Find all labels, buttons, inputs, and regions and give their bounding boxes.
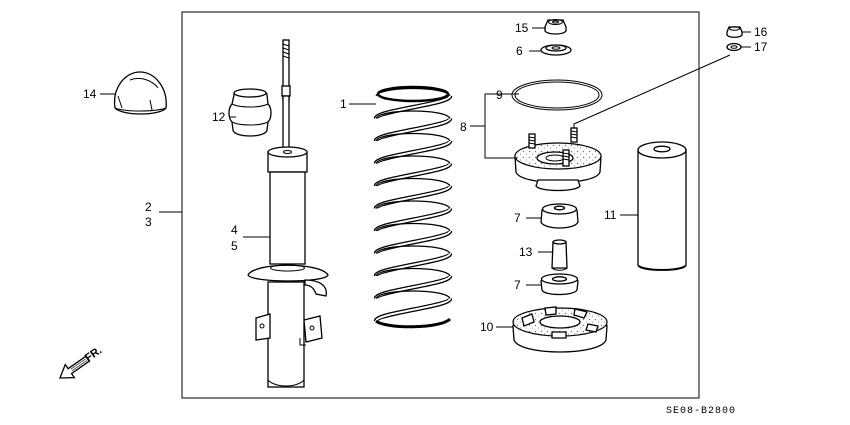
upper-mount-part: [514, 127, 602, 192]
callout-11: 11: [604, 208, 617, 222]
front-direction-arrow: [59, 355, 91, 379]
callout-7-upper: 7: [514, 211, 521, 225]
spring-coil-back: [375, 110, 451, 119]
spring-coil-back: [375, 200, 451, 209]
assembly-frame: [181, 11, 700, 399]
washer-part-6: [540, 44, 572, 56]
callout-14: 14: [83, 87, 97, 101]
callout-9: 9: [496, 88, 503, 102]
callout-5: 5: [231, 239, 238, 253]
cap-part: [113, 71, 167, 115]
spring-coil-back: [375, 245, 451, 254]
callout-3: 3: [145, 215, 152, 229]
coil-spring-part: [373, 85, 453, 329]
spring-coil-back: [375, 177, 451, 187]
callout-10: 10: [480, 320, 494, 334]
spring-coil-back: [375, 155, 451, 164]
nut-part-16: [726, 26, 743, 38]
callout-8: 8: [460, 120, 467, 134]
callout-7-lower: 7: [514, 278, 521, 292]
diagram-code: SE08-B2800: [666, 406, 736, 417]
spring-bottom-coil: [375, 317, 452, 329]
callout-17: 17: [754, 40, 768, 54]
callout-6: 6: [516, 44, 523, 58]
o-ring-part: [511, 79, 603, 111]
dust-cover-part: [637, 141, 687, 271]
callout-15: 15: [515, 21, 529, 35]
spring-coil-back: [375, 132, 451, 142]
spring-coil-back: [375, 267, 451, 277]
callout-13: 13: [519, 245, 533, 259]
spring-seat-rubber-part: [512, 306, 608, 353]
spring-coil-highlight: [375, 297, 451, 322]
callout-1: 1: [340, 97, 347, 111]
callout-4: 4: [231, 223, 238, 237]
mount-rubber-part-upper: [540, 203, 579, 229]
callout-16: 16: [754, 25, 768, 39]
bump-stop-part: [228, 88, 272, 137]
washer-part-17: [726, 42, 742, 52]
spring-top-coil: [376, 85, 450, 103]
nut-part-15: [544, 19, 567, 35]
callout-labels: 1 2 3 4 5 6 7 7 8 9 10 11 12 13 14 15 16…: [83, 21, 768, 334]
spring-coil-back: [375, 222, 451, 232]
callout-2: 2: [145, 200, 152, 214]
collar-part: [551, 239, 568, 271]
strut-part: [247, 39, 329, 388]
mount-rubber-part-lower: [540, 273, 579, 296]
callout-12: 12: [212, 110, 226, 124]
spring-coil-back: [375, 290, 451, 299]
leader-lines: [100, 27, 751, 328]
